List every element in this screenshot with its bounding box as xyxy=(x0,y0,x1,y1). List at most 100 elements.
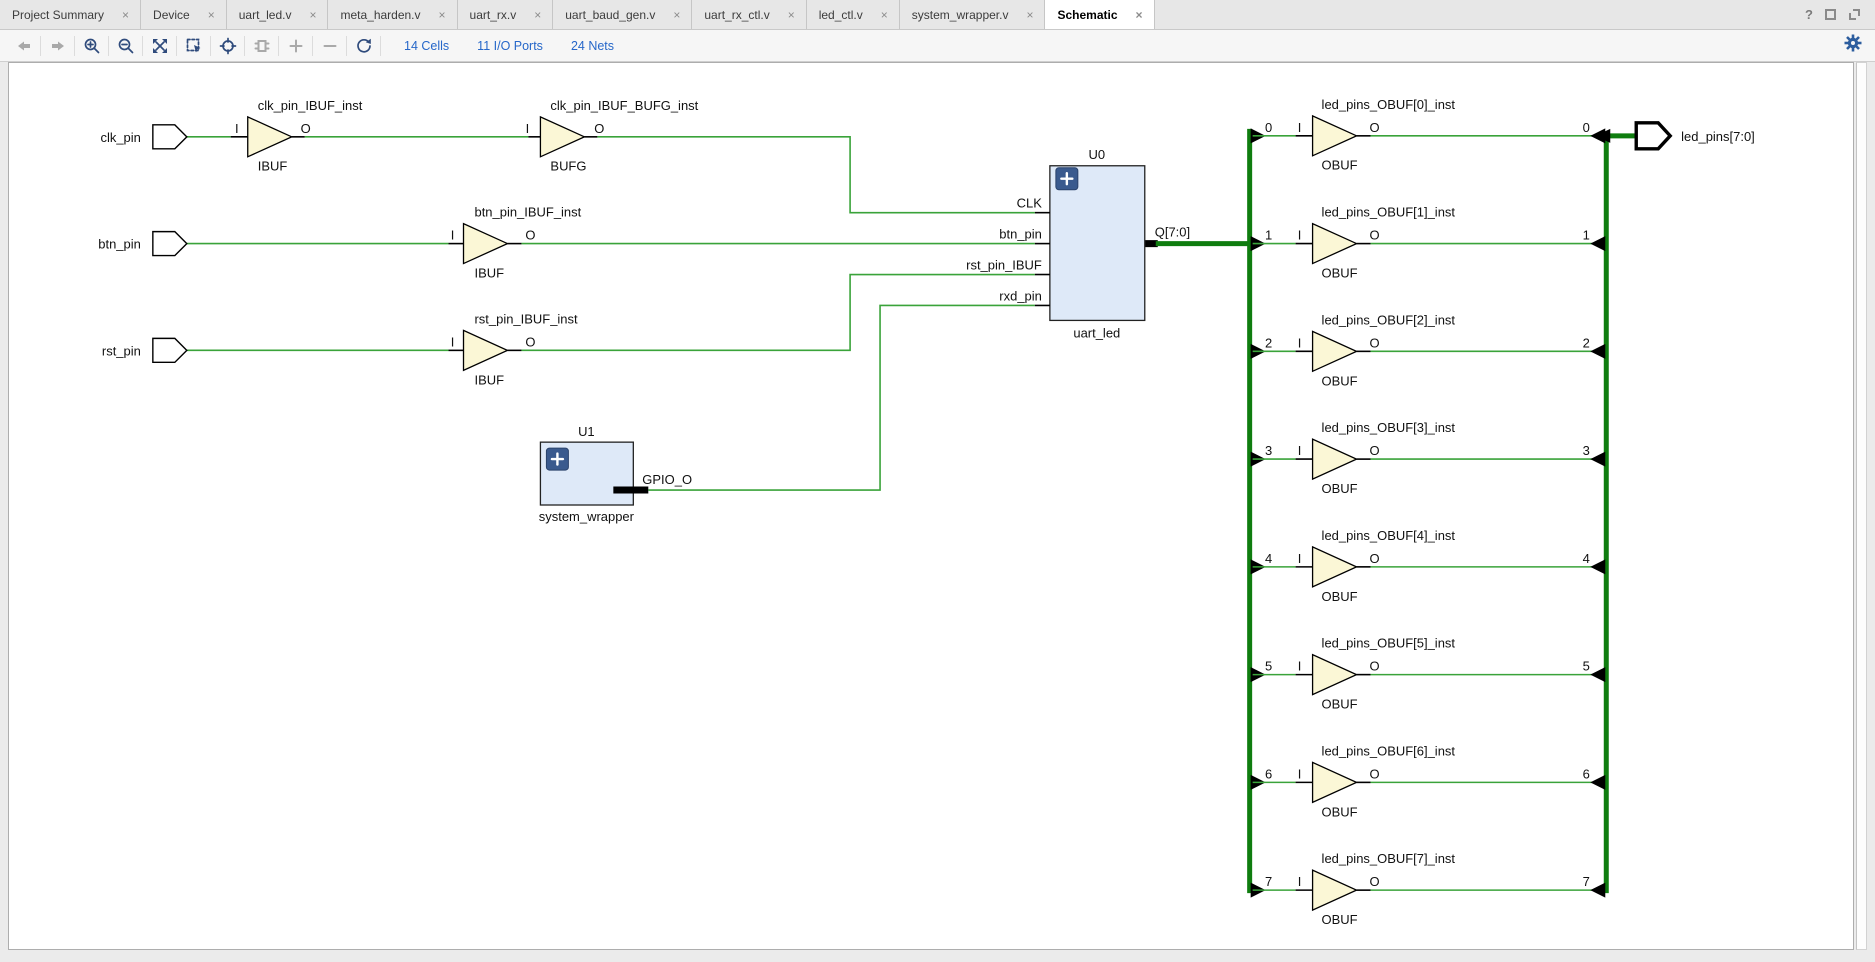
tab-schematic[interactable]: Schematic× xyxy=(1044,0,1155,29)
instance-label: led_pins_OBUF[3]_inst xyxy=(1322,420,1456,435)
tab-uart-rx-v[interactable]: uart_rx.v× xyxy=(458,0,554,29)
remove-button[interactable] xyxy=(316,33,343,59)
cell-type-label: IBUF xyxy=(474,372,504,387)
expand-cone-button[interactable] xyxy=(248,33,275,59)
zoom-fit-icon xyxy=(152,38,167,53)
bit-label: 5 xyxy=(1583,659,1590,674)
cell-type-label: OBUF xyxy=(1322,697,1358,712)
tab-close-icon[interactable]: × xyxy=(1135,7,1143,22)
obuf-cell[interactable] xyxy=(1311,438,1359,481)
instance-label: btn_pin_IBUF_inst xyxy=(474,205,581,220)
input-port-clk-pin[interactable]: clk_pin xyxy=(100,124,188,150)
tab-close-icon[interactable]: × xyxy=(534,7,542,22)
zoom-to-selection-button[interactable] xyxy=(180,33,207,59)
tab-close-icon[interactable]: × xyxy=(673,7,681,22)
bit-label: 6 xyxy=(1265,766,1272,781)
canvas-scrollbar-gutter[interactable] xyxy=(1856,62,1867,950)
pin-label: I xyxy=(1298,120,1302,135)
obuf-cell[interactable] xyxy=(1311,869,1359,912)
schematic-canvas[interactable]: Q[7:0] clk_pin btn_pin rst_pin I O xyxy=(8,62,1854,950)
cell-type-label: OBUF xyxy=(1322,804,1358,819)
tab-led-ctl-v[interactable]: led_ctl.v× xyxy=(807,0,900,29)
bit-label: 1 xyxy=(1265,228,1272,243)
tab-label: uart_led.v xyxy=(238,7,292,22)
obuf-row-5[interactable]: 5 I O 5 led_pins_OBUF[5]_inst OBUF xyxy=(1250,636,1606,712)
obuf-row-0[interactable]: 0 I O 0 led_pins_OBUF[0]_inst OBUF xyxy=(1250,97,1606,173)
tab-close-icon[interactable]: × xyxy=(1026,7,1034,22)
help-icon[interactable]: ? xyxy=(1805,7,1813,22)
add-button[interactable] xyxy=(282,33,309,59)
float-window-icon[interactable] xyxy=(1848,8,1861,21)
forward-button[interactable] xyxy=(44,33,71,59)
zoom-out-icon xyxy=(118,38,133,53)
input-port-rst-pin[interactable]: rst_pin xyxy=(102,337,188,364)
tab-uart-baud-gen-v[interactable]: uart_baud_gen.v× xyxy=(553,0,693,29)
bit-label: 6 xyxy=(1583,766,1590,781)
obuf-row-2[interactable]: 2 I O 2 led_pins_OBUF[2]_inst OBUF xyxy=(1250,312,1606,388)
tab-uart-led-v[interactable]: uart_led.v × xyxy=(227,0,329,29)
settings-button[interactable] xyxy=(1843,33,1863,58)
zoom-in-icon xyxy=(84,38,99,53)
net-clk-pin-ibuf-bufg[interactable] xyxy=(597,136,1035,214)
port-label: clk_pin xyxy=(100,130,140,145)
nets-link[interactable]: 24 Nets xyxy=(570,38,615,53)
tab-close-icon[interactable]: × xyxy=(438,7,446,22)
io-ports-link[interactable]: 11 I/O Ports xyxy=(477,38,543,53)
instance-label: led_pins_OBUF[4]_inst xyxy=(1322,528,1456,543)
obuf-row-1[interactable]: 1 I O 1 led_pins_OBUF[1]_inst OBUF xyxy=(1250,205,1606,281)
obuf-row-6[interactable]: 6 I O 6 led_pins_OBUF[6]_inst OBUF xyxy=(1250,743,1606,819)
tab-project-summary[interactable]: Project Summary× xyxy=(0,0,142,29)
tab-close-icon[interactable]: × xyxy=(309,7,317,22)
tab-meta-harden-v[interactable]: meta_harden.v× xyxy=(328,0,458,29)
pin-label: I xyxy=(526,121,530,136)
cells-link[interactable]: 14 Cells xyxy=(404,38,450,53)
cell-rst-pin-ibuf[interactable]: I O rst_pin_IBUF_inst IBUF xyxy=(448,311,579,387)
zoom-out-button[interactable] xyxy=(112,33,139,59)
pin-label: O xyxy=(1369,335,1379,350)
obuf-row-7[interactable]: 7 I O 7 led_pins_OBUF[7]_inst OBUF xyxy=(1250,851,1606,927)
tab-close-icon[interactable]: × xyxy=(207,7,215,22)
zoom-fit-button[interactable] xyxy=(146,33,173,59)
cell-type-label: OBUF xyxy=(1322,481,1358,496)
maximize-icon[interactable] xyxy=(1825,9,1836,20)
obuf-cell[interactable] xyxy=(1311,330,1359,373)
bus-tap-arrow-icon xyxy=(1590,667,1606,683)
obuf-cell[interactable] xyxy=(1311,545,1359,588)
gear-icon xyxy=(1844,34,1862,52)
net-gpio-o-rxd[interactable] xyxy=(648,304,1035,491)
window-controls: ? xyxy=(1805,0,1875,29)
tab-system-wrapper-v[interactable]: system_wrapper.v× xyxy=(900,0,1046,29)
tab-close-icon[interactable]: × xyxy=(122,7,130,22)
obuf-row-4[interactable]: 4 I O 4 led_pins_OBUF[4]_inst OBUF xyxy=(1250,528,1606,604)
obuf-cell[interactable] xyxy=(1311,114,1359,157)
cell-btn-pin-ibuf[interactable]: I O btn_pin_IBUF_inst IBUF xyxy=(448,205,582,281)
tab-uart-rx-ctl-v[interactable]: uart_rx_ctl.v × xyxy=(692,0,807,29)
cell-clk-pin-ibuf[interactable]: I O clk_pin_IBUF_inst IBUF xyxy=(230,98,363,174)
cell-type-label: BUFG xyxy=(550,159,586,174)
bit-label: 7 xyxy=(1583,874,1590,889)
cell-clk-pin-bufg[interactable]: I O clk_pin_IBUF_BUFG_inst BUFG xyxy=(526,98,699,174)
tab-device[interactable]: Device× xyxy=(141,0,227,29)
tab-close-icon[interactable]: × xyxy=(880,7,888,22)
bit-label: 0 xyxy=(1265,120,1272,135)
regenerate-layout-button[interactable] xyxy=(350,33,377,59)
net-rst-pin-ibuf[interactable] xyxy=(521,273,1035,352)
obuf-cell[interactable] xyxy=(1311,222,1359,265)
obuf-row-3[interactable]: 3 I O 3 led_pins_OBUF[3]_inst OBUF xyxy=(1250,420,1606,496)
bus-tap-arrow-icon xyxy=(1590,343,1606,359)
obuf-cell[interactable] xyxy=(1311,761,1359,804)
output-port-led-pins[interactable]: led_pins[7:0] xyxy=(1634,121,1755,151)
block-u0-uart-led[interactable]: CLK btn_pin rst_pin_IBUF rxd_pin U0 uart… xyxy=(966,147,1146,341)
tab-label: uart_rx_ctl.v xyxy=(704,7,770,22)
tab-close-icon[interactable]: × xyxy=(787,7,795,22)
zoom-in-button[interactable] xyxy=(78,33,105,59)
cell-type-label: OBUF xyxy=(1322,373,1358,388)
autofit-selection-button[interactable] xyxy=(214,33,241,59)
obuf-cell[interactable] xyxy=(1311,653,1359,696)
input-port-btn-pin[interactable]: btn_pin xyxy=(98,230,188,257)
pin-label: O xyxy=(525,334,535,349)
pin-label: I xyxy=(1298,443,1302,458)
block-u1-system-wrapper[interactable]: GPIO_O U1 system_wrapper xyxy=(539,424,692,524)
back-button[interactable] xyxy=(10,33,37,59)
cell-type-label: OBUF xyxy=(1322,912,1358,927)
